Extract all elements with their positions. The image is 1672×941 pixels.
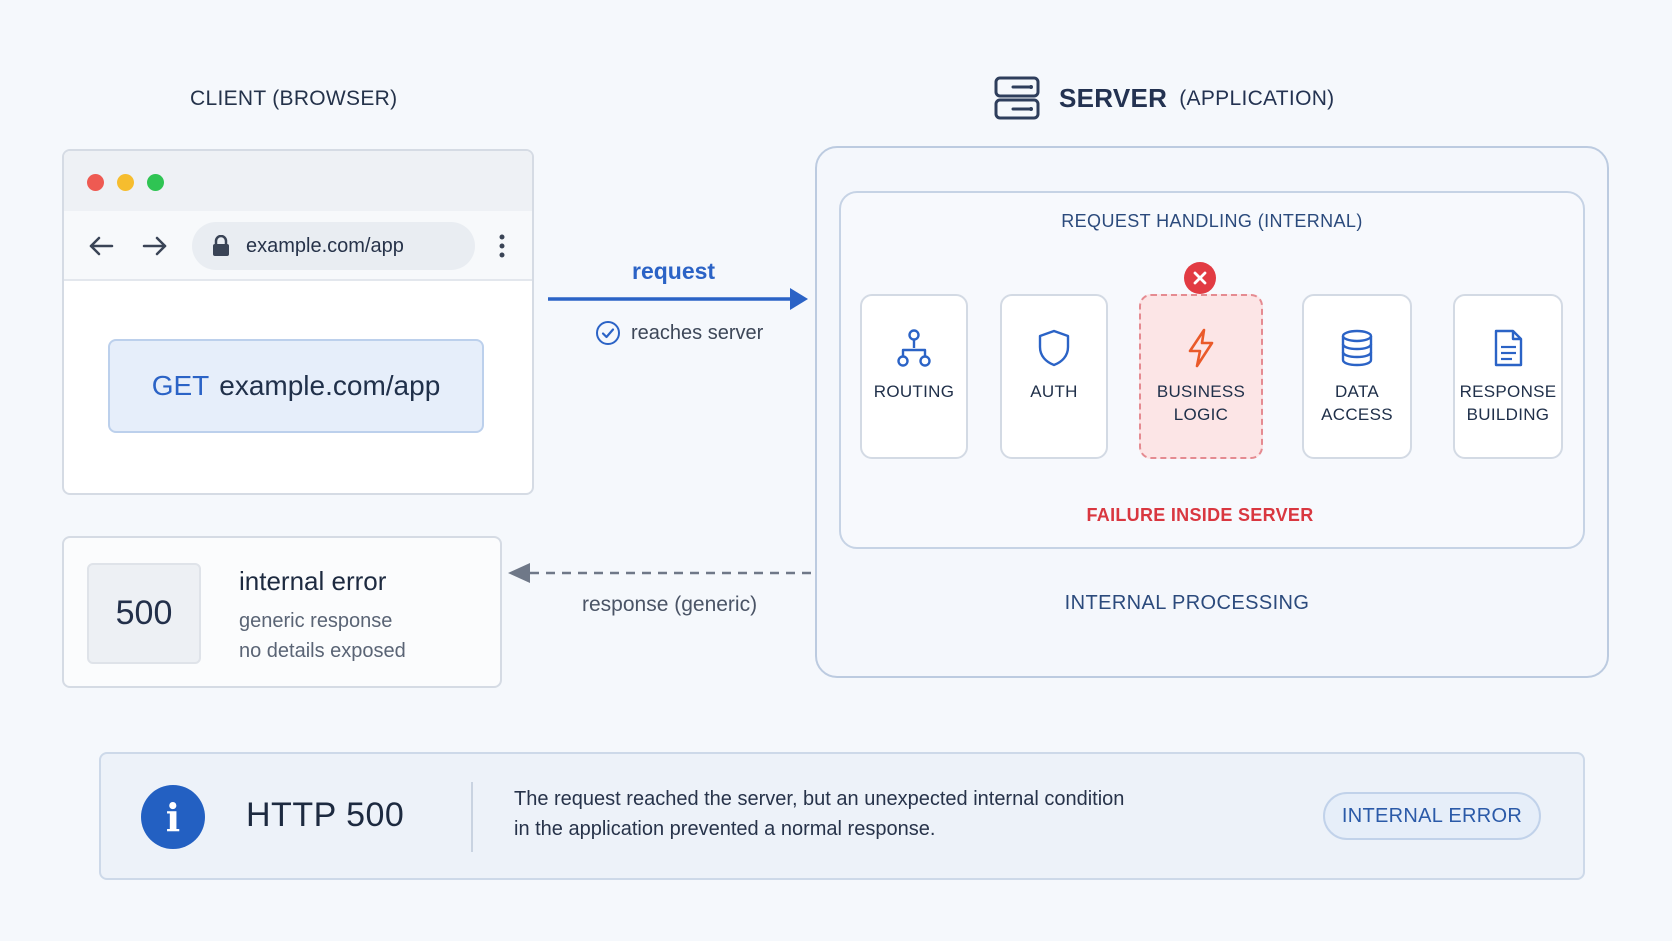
browser-titlebar [64,151,532,211]
stage-label: ROUTING [873,382,955,401]
status-badge: INTERNAL ERROR [1323,792,1541,840]
stage-label: AUTH [1030,382,1078,401]
stage-auth: AUTH [1000,294,1108,459]
shield-icon [1038,329,1070,367]
status-code-tile: 500 [87,563,201,664]
lightning-icon [1188,328,1214,368]
database-icon [1341,329,1373,367]
maximize-window-button[interactable] [147,174,164,191]
close-window-button[interactable] [87,174,104,191]
address-bar[interactable]: example.com/app [192,222,475,270]
request-method: GET [151,370,210,401]
info-description-line: The request reached the server, but an u… [514,788,1125,810]
more-options-icon[interactable] [496,231,508,261]
back-arrow-icon[interactable] [86,231,116,261]
request-line-box: GET example.com/app [108,339,484,433]
info-banner: i HTTP 500 The request reached the serve… [99,752,1585,880]
request-arrow [548,288,808,310]
client-title: CLIENT (BROWSER) [190,87,398,110]
server-icon [994,76,1040,120]
failure-label: FAILURE INSIDE SERVER [1086,505,1314,525]
server-title: SERVER [1059,82,1168,113]
browser-window: example.com/app GET example.com/app [62,149,534,495]
error-detail-line: generic response [239,610,393,632]
reaches-server-text: reaches server [631,321,764,344]
routing-icon [897,329,931,367]
internal-processing-label: INTERNAL PROCESSING [1064,592,1310,614]
request-label: request [632,258,716,284]
info-description-line: in the application prevented a normal re… [514,818,936,840]
address-bar-url: example.com/app [246,234,404,257]
request-handling-title: REQUEST HANDLING (INTERNAL) [1061,211,1363,231]
browser-toolbar: example.com/app [64,211,532,281]
reaches-server-note: reaches server [595,320,763,346]
forward-arrow-icon[interactable] [140,231,170,261]
lock-icon [213,235,229,256]
document-icon [1494,329,1523,367]
check-circle-icon [596,321,620,345]
request-target: example.com/app [219,370,441,401]
stage-routing: ROUTING [860,294,968,459]
error-x-icon [1184,262,1216,294]
server-heading: SERVER (APPLICATION) [993,74,1334,122]
minimize-window-button[interactable] [117,174,134,191]
server-subtitle: (APPLICATION) [1179,87,1335,110]
error-response-card: 500 internal error generic response no d… [62,536,502,688]
error-detail-line: no details exposed [239,640,406,662]
http-status-code: HTTP 500 [246,796,405,834]
info-icon: i [141,785,205,849]
response-arrow [508,563,814,583]
response-label: response (generic) [582,593,758,616]
error-title: internal error [239,566,387,596]
divider [471,782,473,852]
